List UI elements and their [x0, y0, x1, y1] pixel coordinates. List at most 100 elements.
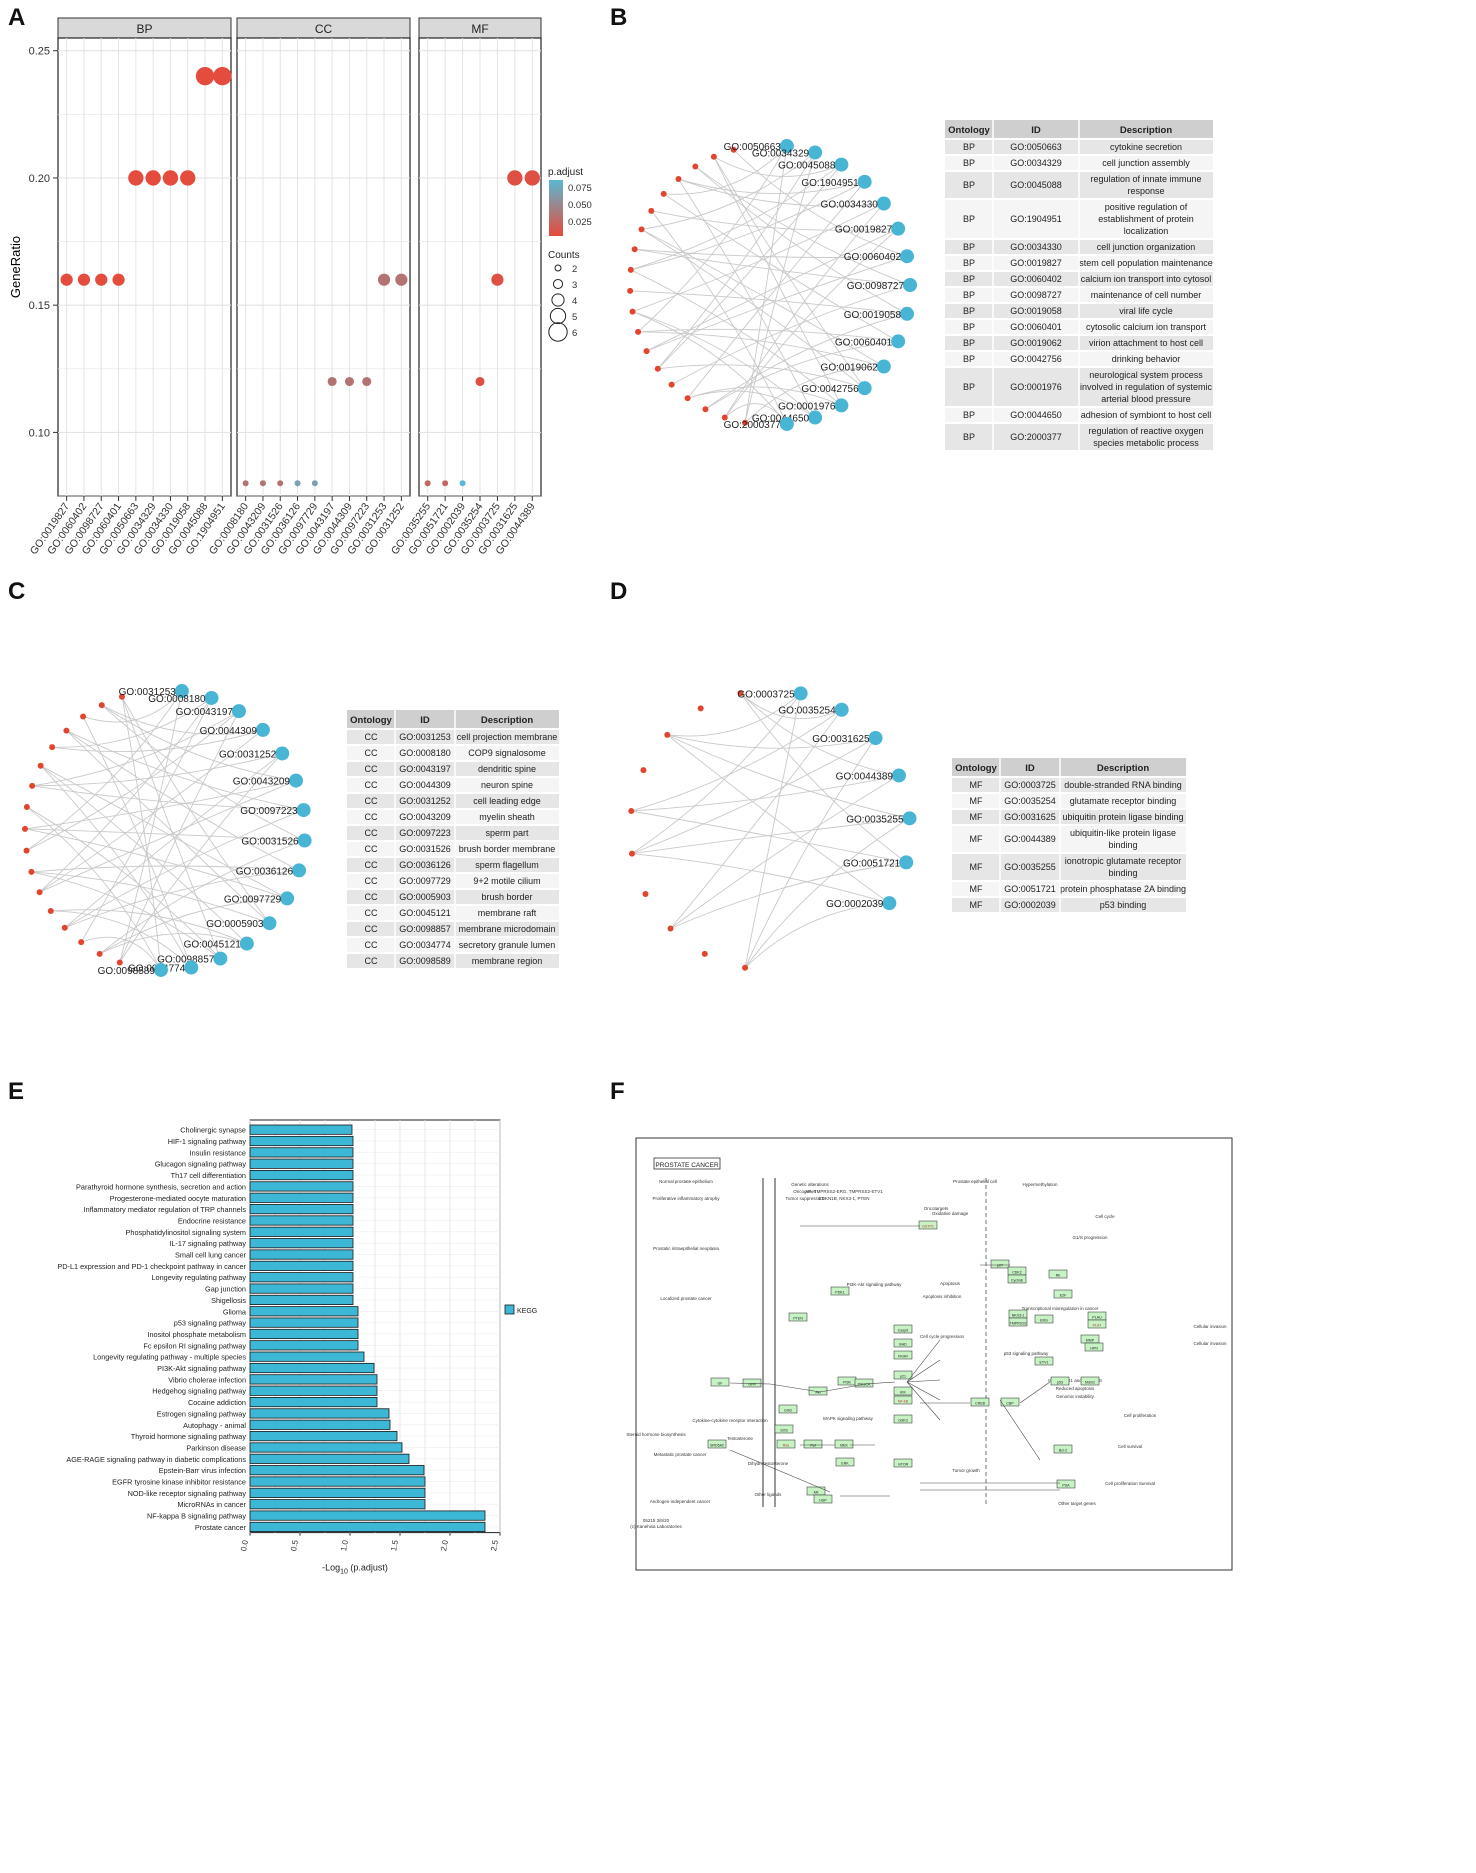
data-point: [459, 480, 466, 487]
network-edge: [32, 710, 240, 787]
category-label: Prostate cancer: [195, 1523, 247, 1532]
table-cell-description: cell junction organization: [1097, 242, 1196, 252]
go-term-label: GO:0044650: [752, 414, 810, 425]
gene-label: PLAU: [1092, 1315, 1102, 1319]
gene-node: [675, 176, 682, 183]
gene-label: FKHR: [898, 1354, 908, 1358]
y-tick-label: 0.20: [29, 173, 50, 185]
gene-label: ETV1: [1040, 1360, 1049, 1364]
pathway-label: Localized prostate cancer: [660, 1296, 712, 1301]
gene-node: [98, 702, 105, 709]
data-point: [344, 376, 355, 387]
table-cell-description: brush border: [481, 892, 532, 902]
network-edge: [32, 753, 283, 787]
gene-label: IKK: [900, 1390, 906, 1394]
table-header-bg: [347, 710, 559, 728]
network-edge: [687, 181, 865, 399]
go-term-label: GO:0031253: [119, 687, 177, 698]
network-edge: [24, 780, 297, 830]
data-point: [442, 480, 449, 487]
category-label: Inositol phosphate metabolism: [147, 1330, 246, 1339]
gene-box: [776, 1439, 796, 1449]
go-term-label: GO:0043209: [233, 777, 291, 788]
table-cell-id: GO:0008180: [399, 748, 451, 758]
gene-node: [638, 226, 645, 233]
x-axis-title-main: -Log: [322, 1563, 340, 1573]
go-term-node: [808, 410, 823, 425]
table-cell-description: glutamate receptor binding: [1070, 796, 1177, 806]
data-point: [311, 480, 318, 487]
bar: [249, 1396, 378, 1408]
go-term-node: [174, 684, 189, 699]
bar: [249, 1294, 354, 1306]
pathway-arrow: [906, 1381, 941, 1401]
go-term-node: [902, 811, 917, 826]
category-label: Progesterone-mediated oocyte maturation: [110, 1194, 246, 1203]
table-cell-description: ubiquitin-like protein ligase: [1070, 828, 1176, 838]
category-label: Inflammatory mediator regulation of TRP …: [84, 1205, 247, 1214]
gene-label: CDK2: [1012, 1270, 1022, 1274]
go-term-node: [793, 686, 808, 701]
gene-label: mTOR: [898, 1462, 909, 1466]
gene-node: [47, 907, 54, 914]
go-term-label: GO:0043197: [176, 707, 234, 718]
network-edge: [630, 181, 865, 271]
gene-node: [22, 825, 29, 832]
pathway-label: Apoptosis inhibition: [923, 1294, 962, 1299]
gene-box: [893, 1395, 913, 1405]
table-header: Description: [1097, 763, 1149, 774]
table-cell-description: virion attachment to host cell: [1089, 338, 1203, 348]
bar: [249, 1408, 390, 1419]
go-term-label: GO:0098857: [157, 955, 215, 966]
gene-box: [788, 1312, 808, 1322]
table-row: [347, 842, 559, 856]
gene-node: [635, 328, 642, 335]
network-edge: [744, 737, 876, 968]
gene-box: [1053, 1289, 1073, 1299]
pathway-label: p53 signaling pathway: [1004, 1351, 1049, 1356]
table-row: [952, 854, 1186, 880]
pathway-label: Genetic alterations: [791, 1182, 829, 1187]
table-cell-ontology: BP: [963, 432, 975, 442]
bar: [249, 1487, 426, 1498]
gene-node: [684, 395, 691, 402]
gene-box: [893, 1350, 913, 1360]
gene-box: [1053, 1444, 1073, 1454]
table-cell-ontology: CC: [365, 956, 378, 966]
table-cell-id: GO:0044309: [399, 780, 451, 790]
legend-size-label: 6: [572, 328, 577, 339]
data-point: [112, 273, 125, 286]
table-cell-id: GO:0034774: [399, 940, 451, 950]
table-header-bg: [952, 758, 1186, 776]
network-edge: [40, 765, 288, 899]
gene-label: Akt: [815, 1390, 820, 1394]
go-term-label: GO:0044309: [200, 726, 258, 737]
category-label: EGFR tyrosine kinase inhibitor resistanc…: [112, 1478, 246, 1487]
pathway-label: Cytokine-cytokine receptor interaction: [692, 1418, 768, 1423]
table-cell-ontology: CC: [365, 732, 378, 742]
gene-box: [707, 1439, 727, 1449]
go-term-label: GO:0019058: [844, 310, 902, 321]
pathway-label: Apoptosis: [940, 1281, 961, 1286]
bar: [249, 1306, 359, 1317]
mf-network-panel: GO:0003725GO:0035254GO:0031625GO:0044389…: [628, 686, 1186, 971]
go-term-label: GO:0003725: [737, 689, 795, 700]
category-label: Estrogen signaling pathway: [157, 1409, 247, 1418]
gene-label: Casp9: [898, 1328, 908, 1332]
table-header: Description: [481, 715, 533, 726]
go-term-label: GO:0019827: [835, 225, 893, 236]
pathway-arrow: [729, 1449, 831, 1493]
network-edge: [631, 810, 907, 863]
network-edge: [744, 817, 910, 969]
pathway-label: Cell survival: [1118, 1444, 1142, 1449]
network-edge: [121, 696, 221, 959]
network-edge: [32, 785, 304, 811]
table-cell-ontology: BP: [963, 410, 975, 420]
category-label: Longevity regulating pathway - multiple …: [93, 1353, 246, 1362]
pathway-arrow: [999, 1399, 1041, 1461]
network-edge: [632, 311, 816, 418]
network-edge: [713, 156, 842, 177]
network-edge: [632, 203, 885, 313]
table-cell-id: GO:0097223: [399, 828, 451, 838]
